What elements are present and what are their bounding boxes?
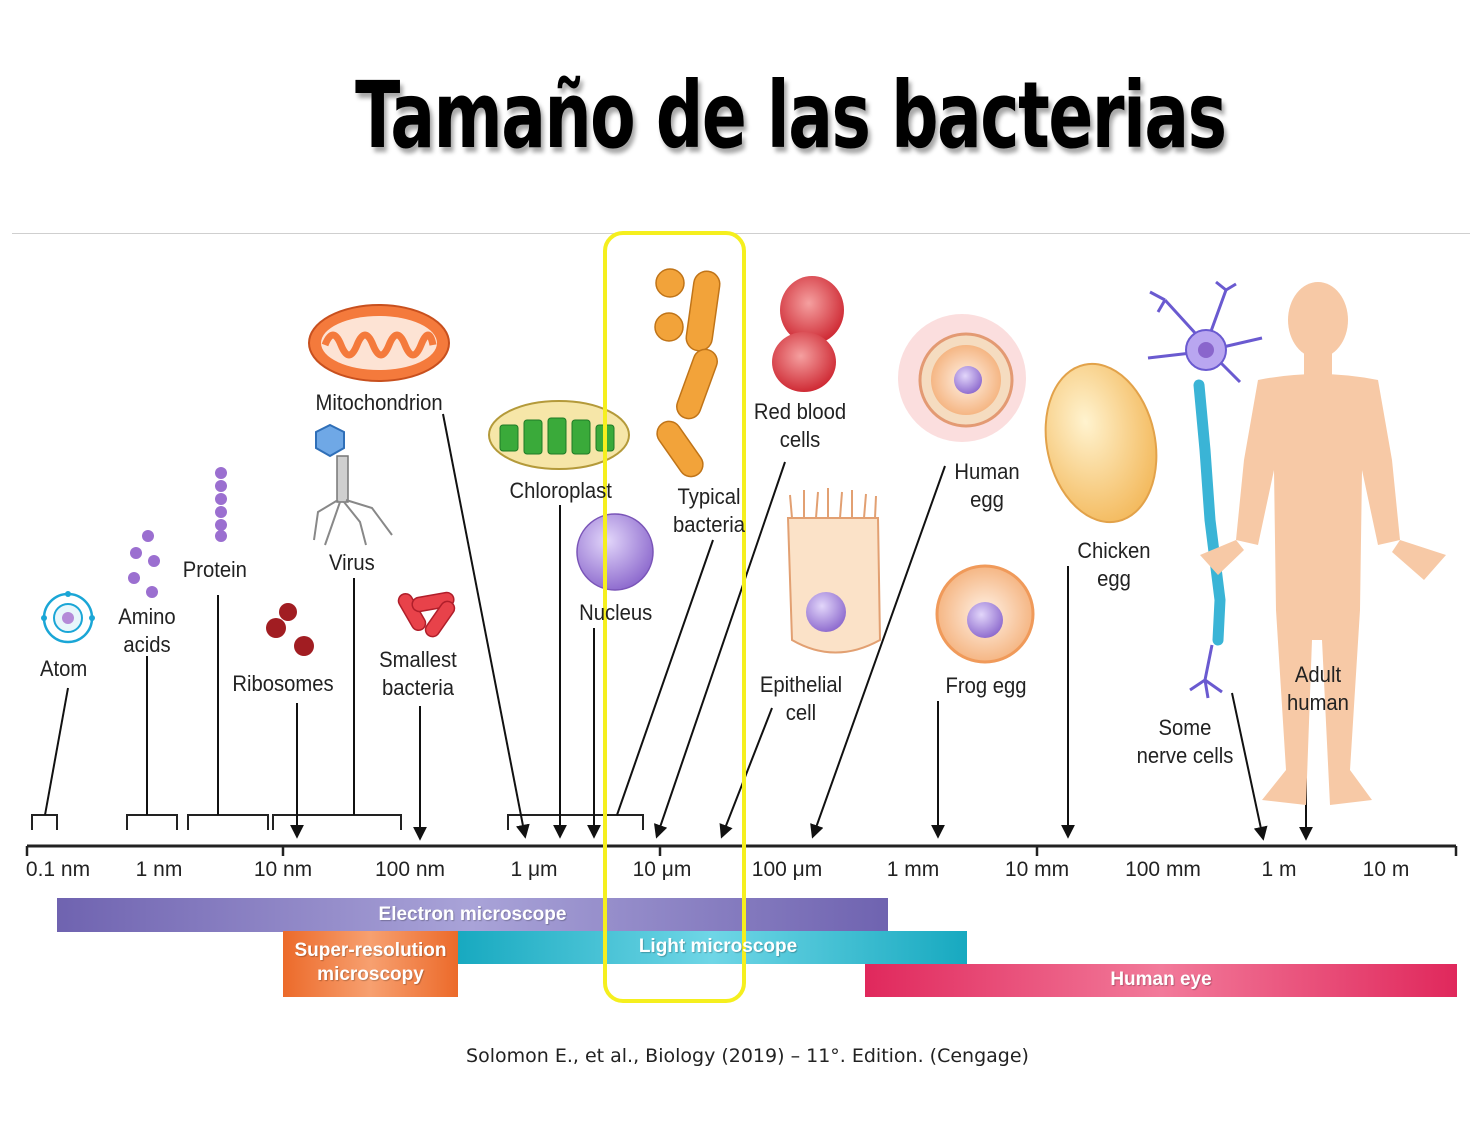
tick-label: 10 nm bbox=[253, 858, 313, 881]
tick-label: 1 m bbox=[1261, 858, 1297, 881]
amino-acids-illustration bbox=[128, 530, 160, 598]
label-chloroplast: Chloroplast bbox=[509, 478, 612, 503]
nucleus-illustration bbox=[576, 513, 654, 591]
mitochondrion-illustration bbox=[308, 304, 450, 382]
tick-label: 10 mm bbox=[1004, 858, 1070, 881]
scale-tick-marks bbox=[25, 846, 1458, 856]
frog-egg-illustration bbox=[935, 564, 1035, 664]
label-electron-microscope: Electron microscope bbox=[378, 904, 567, 925]
source-credit: Solomon E., et al., Biology (2019) – 11°… bbox=[466, 1045, 1029, 1067]
label-human-eye: Human eye bbox=[1110, 969, 1212, 990]
red-blood-cells-illustration bbox=[772, 276, 844, 392]
label-virus: Virus bbox=[328, 550, 375, 575]
super-resolution-bar bbox=[283, 931, 458, 997]
tick-label: 10 μm bbox=[632, 858, 692, 881]
range-brackets bbox=[31, 814, 644, 830]
atom-illustration bbox=[41, 591, 95, 644]
chicken-egg-illustration bbox=[1044, 362, 1158, 524]
virus-illustration bbox=[313, 423, 393, 546]
human-egg-illustration bbox=[898, 314, 1026, 442]
typical-bacteria-illustration bbox=[654, 268, 721, 478]
label-frog-egg: Frog egg bbox=[945, 673, 1027, 698]
page-title: Tamaño de las bacterias bbox=[355, 62, 1227, 169]
tick-label: 0.1 nm bbox=[25, 858, 91, 881]
label-light-microscope: Light microscope bbox=[638, 936, 798, 957]
adult-human-illustration bbox=[1200, 282, 1446, 805]
tick-label: 1 mm bbox=[886, 858, 940, 881]
protein-illustration bbox=[215, 467, 227, 542]
light-microscope-bar bbox=[457, 931, 967, 964]
ribosomes-illustration bbox=[266, 603, 314, 656]
nerve-cell-illustration bbox=[1147, 280, 1263, 699]
label-protein: Protein bbox=[182, 557, 247, 582]
tick-label: 10 m bbox=[1362, 858, 1410, 881]
typical-bacteria-highlight bbox=[603, 231, 746, 1003]
epithelial-cell-illustration bbox=[786, 488, 882, 654]
tick-label: 100 nm bbox=[374, 858, 446, 881]
tick-label: 100 μm bbox=[751, 858, 823, 881]
tick-label: 100 mm bbox=[1125, 858, 1201, 881]
label-mitochondrion: Mitochondrion bbox=[315, 390, 443, 415]
tick-label: 1 μm bbox=[510, 858, 558, 881]
tick-label: 1 nm bbox=[135, 858, 183, 881]
label-nucleus: Nucleus bbox=[579, 600, 653, 625]
title-divider bbox=[12, 233, 1470, 234]
electron-microscope-bar bbox=[57, 898, 888, 932]
leader-lines bbox=[44, 413, 1313, 841]
label-atom: Atom bbox=[40, 656, 88, 681]
label-ribosomes: Ribosomes bbox=[232, 671, 334, 696]
smallest-bacteria-illustration bbox=[397, 591, 456, 638]
human-eye-bar bbox=[865, 964, 1457, 997]
chloroplast-illustration bbox=[488, 400, 630, 470]
